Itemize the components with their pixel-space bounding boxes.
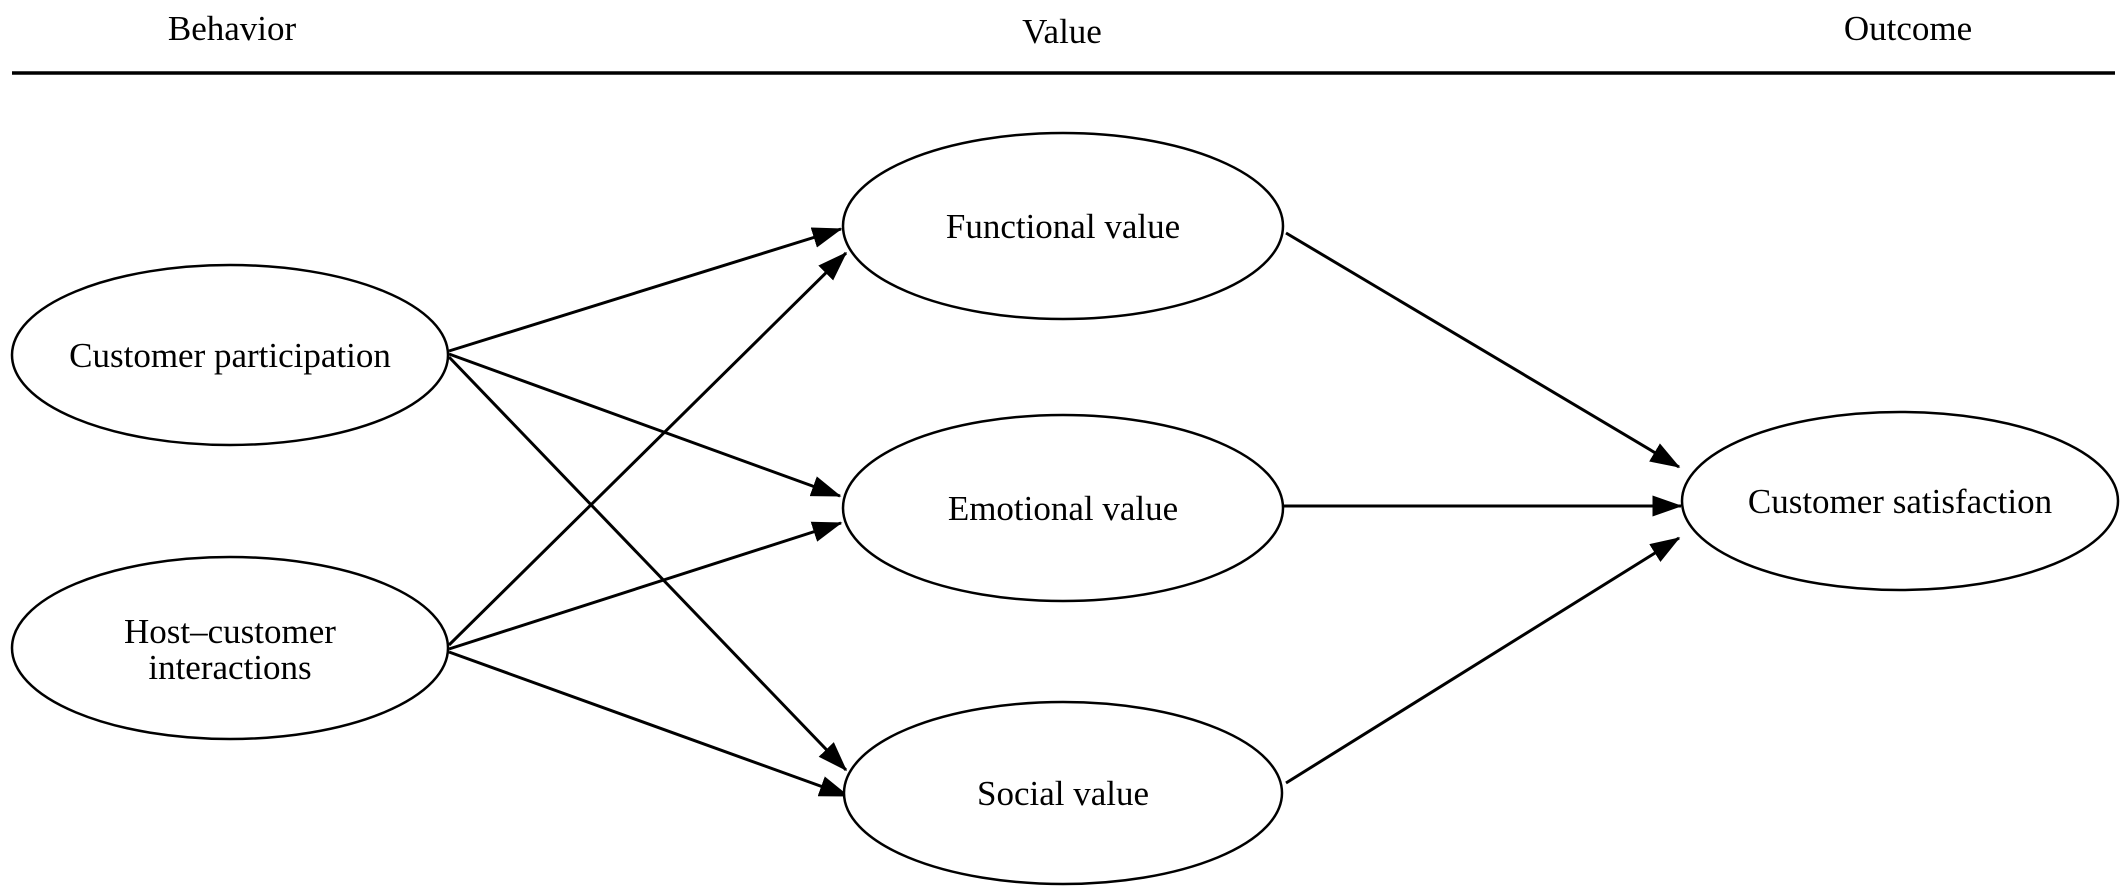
social-value-label: Social value [977,774,1149,813]
customer-participation-ellipse [10,263,450,447]
edge-customer-participation-to-social-value [447,355,848,772]
edge-customer-participation-to-emotional-value [448,352,842,498]
column-header-behavior: Behavior [168,9,297,48]
node-customer-satisfaction: Customer satisfaction [1680,410,2120,592]
functional-value-ellipse [841,131,1285,321]
node-customer-participation: Customer participation [10,263,450,447]
node-emotional-value: Emotional value [841,413,1285,603]
customer-satisfaction-label: Customer satisfaction [1748,482,2052,521]
edge-social-value-to-customer-satisfaction [1285,536,1681,785]
edge-host-customer-interactions-to-emotional-value [448,521,843,651]
column-header-outcome: Outcome [1844,9,1972,48]
edge-host-customer-interactions-to-functional-value [447,251,848,647]
emotional-value-label: Emotional value [948,489,1178,528]
column-header-value: Value [1022,12,1102,51]
emotional-value-ellipse [841,413,1285,603]
social-value-ellipse [842,700,1284,886]
edge-host-customer-interactions-to-social-value [448,650,850,798]
host-customer-interactions-label-line1: Host–customer [124,612,336,651]
node-functional-value: Functional value [841,131,1285,321]
customer-participation-label: Customer participation [69,336,391,375]
host-customer-interactions-ellipse [10,555,450,741]
edge-functional-value-to-customer-satisfaction [1285,231,1681,469]
node-host-customer-interactions: Host–customer interactions [10,555,450,741]
edge-customer-participation-to-functional-value [448,227,843,353]
host-customer-interactions-label-line2: interactions [148,648,311,687]
functional-value-label: Functional value [946,207,1180,246]
node-social-value: Social value [842,700,1284,886]
customer-satisfaction-ellipse [1680,410,2120,592]
